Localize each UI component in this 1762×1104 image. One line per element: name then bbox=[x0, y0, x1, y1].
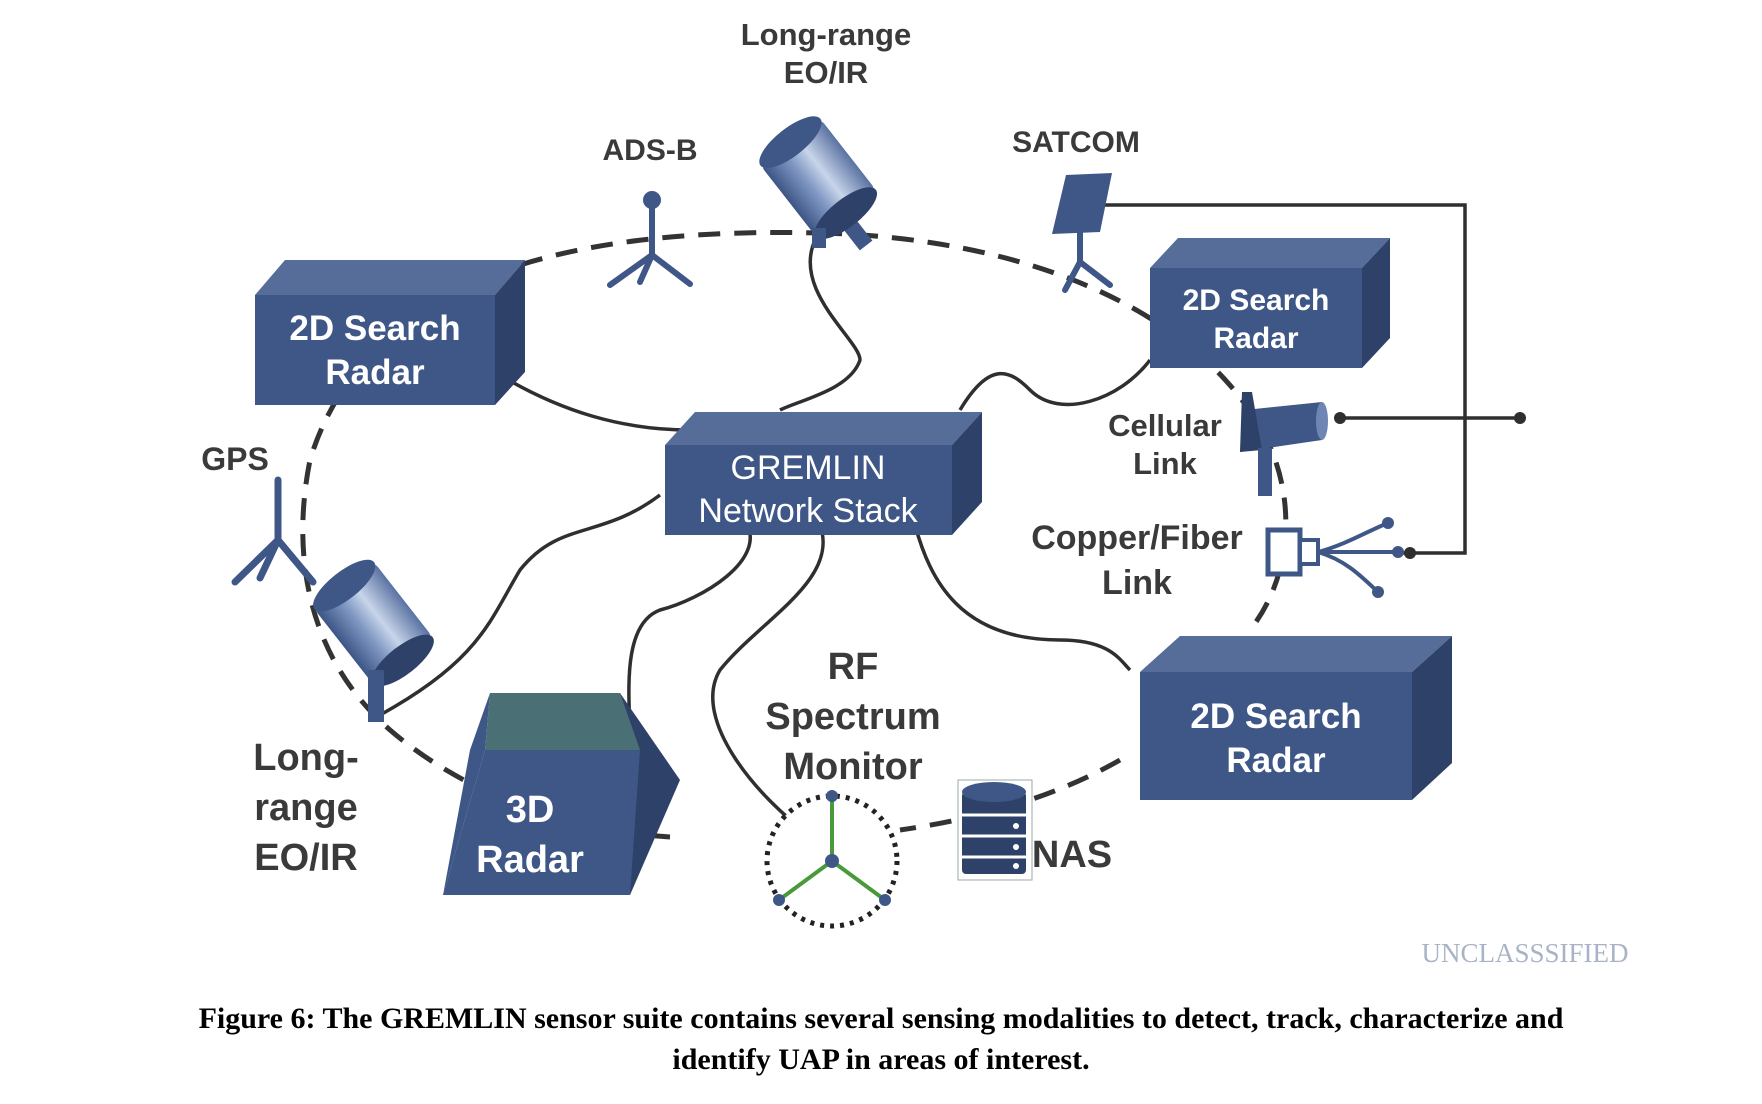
caption-line-2: identify UAP in areas of interest. bbox=[672, 1043, 1090, 1076]
satcom-label: SATCOM bbox=[1012, 126, 1140, 159]
satcom-dish bbox=[1052, 173, 1113, 293]
cellular-label-2: Link bbox=[1133, 446, 1197, 481]
eoir-left-label-2: range bbox=[254, 787, 357, 829]
radar-3d-label-2: Radar bbox=[476, 839, 584, 881]
copper-fiber-connector bbox=[1265, 517, 1404, 598]
rf-monitor-label-2: Spectrum bbox=[765, 696, 940, 738]
network-cables bbox=[379, 203, 1520, 837]
radar-2d-bottom-right-label-2: Radar bbox=[1226, 741, 1326, 780]
network-stack-label-1: GREMLIN bbox=[731, 449, 886, 487]
copper-fiber-label-1: Copper/Fiber bbox=[1031, 519, 1243, 557]
eoir-left-label-1: Long- bbox=[253, 737, 359, 779]
rf-monitor-label-1: RF bbox=[828, 646, 879, 688]
radar-2d-top-right: 2D Search Radar bbox=[1150, 238, 1390, 368]
rf-spectrum-monitor bbox=[764, 790, 900, 929]
nas-storage-icon bbox=[957, 779, 1033, 881]
radar-2d-top-left-label-1: 2D Search bbox=[289, 309, 460, 348]
adsb-antenna bbox=[607, 191, 693, 288]
classification-marking: UNCLASSSIFIED bbox=[1421, 938, 1628, 968]
gps-antenna bbox=[231, 476, 317, 586]
radar-2d-top-right-label-2: Radar bbox=[1213, 322, 1298, 355]
eoir-top-label-2: EO/IR bbox=[784, 55, 868, 90]
eoir-top-label-1: Long-range bbox=[741, 17, 912, 52]
radar-2d-bottom-right-label-1: 2D Search bbox=[1190, 697, 1361, 736]
caption-line-1: Figure 6: The GREMLIN sensor suite conta… bbox=[198, 1002, 1564, 1035]
radar-2d-top-right-label-1: 2D Search bbox=[1183, 284, 1330, 317]
radar-2d-bottom-right: 2D Search Radar bbox=[1140, 636, 1452, 800]
nas-label: NAS bbox=[1032, 834, 1112, 876]
eoir-top-camera bbox=[759, 116, 878, 251]
figure-caption: Figure 6: The GREMLIN sensor suite conta… bbox=[40, 998, 1722, 1080]
cellular-label-1: Cellular bbox=[1108, 408, 1222, 443]
radar-3d: 3D Radar bbox=[443, 693, 680, 895]
rf-monitor-label-3: Monitor bbox=[783, 746, 923, 788]
eoir-left-camera bbox=[313, 559, 434, 687]
adsb-label: ADS-B bbox=[603, 134, 698, 167]
copper-fiber-label-2: Link bbox=[1102, 564, 1172, 602]
eoir-left-label-3: EO/IR bbox=[254, 837, 357, 879]
radar-3d-label-1: 3D bbox=[506, 789, 555, 831]
radar-2d-top-left-label-2: Radar bbox=[325, 353, 425, 392]
gps-label: GPS bbox=[201, 441, 269, 477]
radar-2d-top-left: 2D Search Radar bbox=[255, 260, 525, 405]
cellular-antenna bbox=[1240, 392, 1328, 496]
gremlin-network-stack: GREMLIN Network Stack bbox=[665, 412, 982, 535]
network-stack-label-2: Network Stack bbox=[698, 492, 918, 530]
